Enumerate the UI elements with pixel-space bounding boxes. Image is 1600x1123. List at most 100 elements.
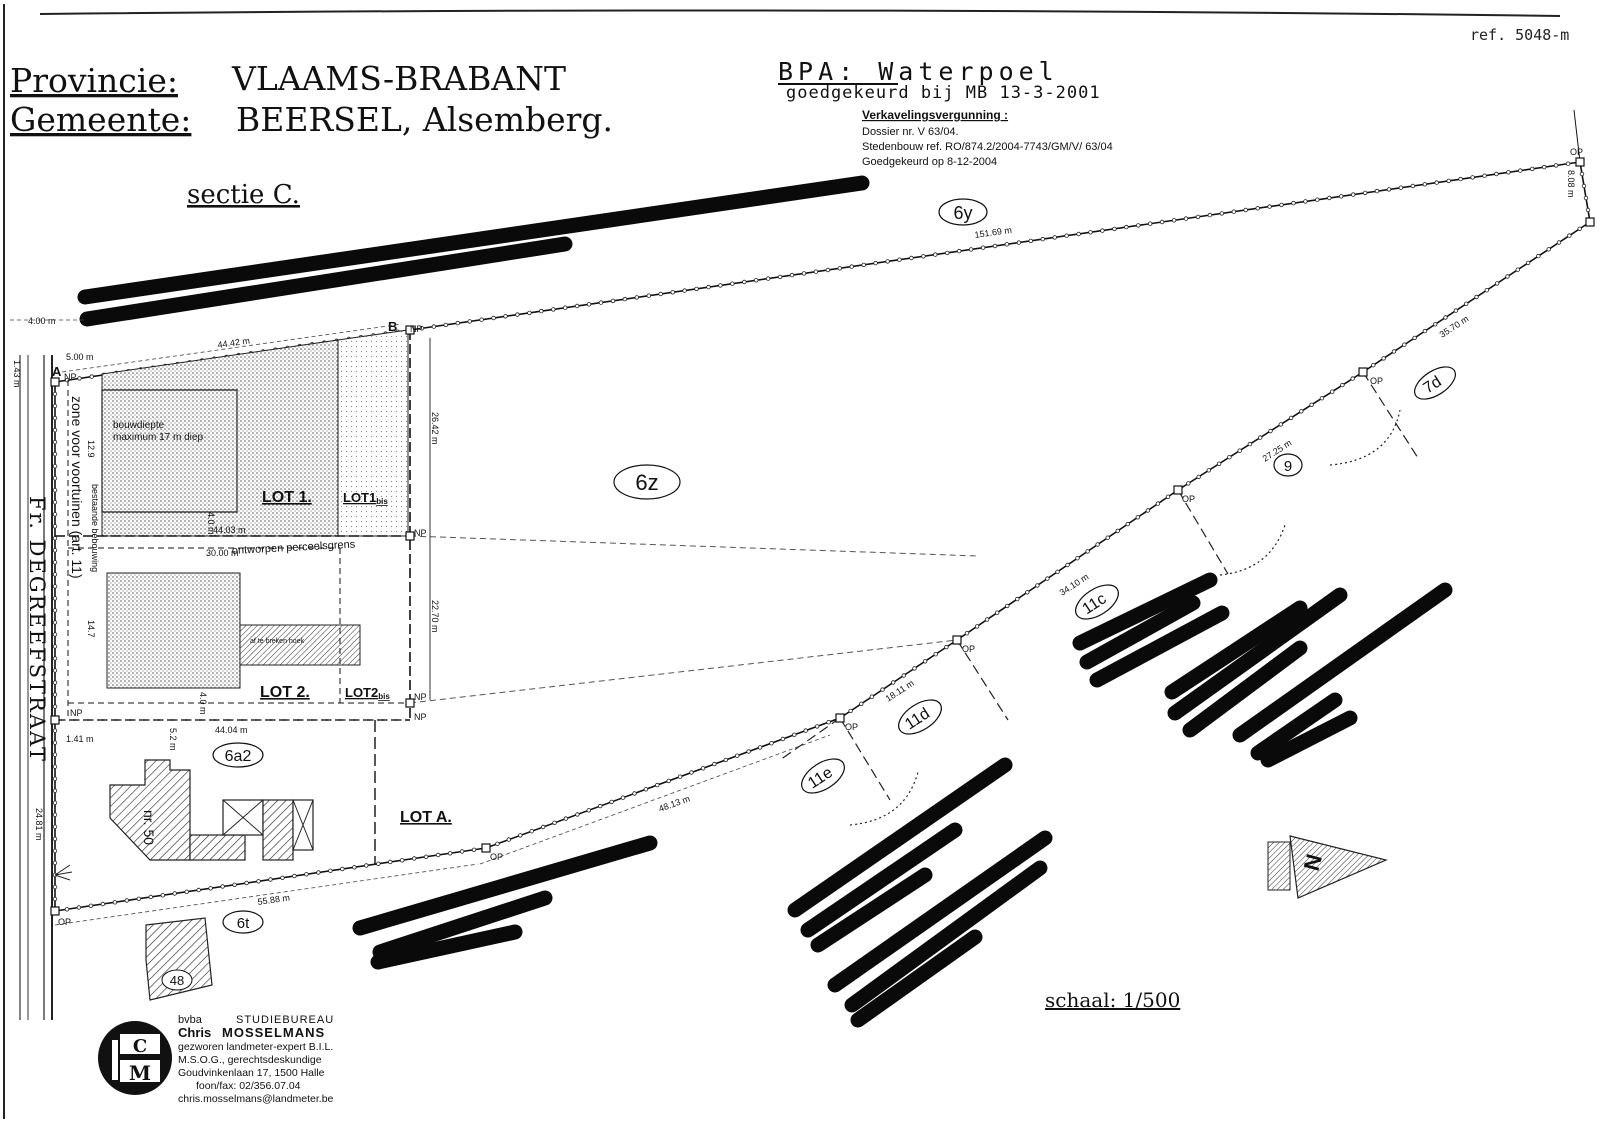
corner-marker: [1173, 485, 1183, 495]
boundary-dot: [304, 872, 309, 877]
boundary-dot: [1453, 308, 1459, 313]
boundary-dot: [1518, 168, 1523, 173]
boundary-dot: [491, 315, 496, 321]
boundary-dot: [467, 319, 472, 324]
surveyor-studiebureau: STUDIEBUREAU: [236, 1014, 334, 1026]
boundary-dot: [1299, 409, 1304, 414]
boundary-dot: [1422, 182, 1427, 187]
lot1bis-main: LOT1: [343, 490, 376, 505]
boundary-dot: [1040, 236, 1045, 242]
boundary-dot: [196, 887, 201, 893]
boundary-dot: [1015, 596, 1020, 602]
boundary-dot: [974, 624, 980, 629]
boundary-dot: [64, 907, 70, 912]
boundary-dot: [419, 326, 425, 331]
boundary-dot: [1525, 260, 1531, 266]
dim-44-42: 44.42 m: [217, 336, 251, 350]
boundary-dot: [921, 254, 926, 259]
boundary-dot: [506, 837, 511, 842]
boundary-dot: [495, 841, 500, 846]
boundary-dot: [891, 680, 896, 685]
boundary-dot: [1237, 448, 1242, 453]
boundary-dot: [1267, 204, 1272, 209]
boundary-dot: [1585, 207, 1591, 213]
dim-4-0b: 4.0 m: [198, 692, 208, 715]
boundary-dot: [1195, 214, 1201, 220]
boundary-dot: [52, 836, 58, 842]
parcel-6a2: 6a2: [225, 748, 252, 765]
boundary-dot: [586, 808, 591, 813]
boundary-dot: [400, 858, 405, 863]
boundary-dot: [777, 274, 783, 280]
house-number-50: nr. 50: [141, 810, 157, 845]
boundary-dot: [435, 852, 441, 858]
boundary-dot: [1329, 389, 1335, 394]
boundary-dot: [52, 812, 58, 817]
boundary-dot: [849, 264, 854, 269]
boundary-dot: [172, 891, 177, 896]
boundary-dot: [1219, 211, 1224, 216]
boundary-dot: [52, 704, 58, 709]
permit-dossier: Dossier nr. V 63/04.: [862, 126, 959, 138]
boundary-dot: [897, 257, 902, 262]
boundary-dot: [208, 886, 213, 891]
boundary-dot: [52, 560, 58, 565]
boundary-dot: [412, 856, 417, 861]
boundary-dot: [76, 905, 82, 910]
boundary-dot: [52, 572, 58, 577]
op-label-4: OP: [962, 644, 975, 654]
boundary-dot: [1579, 171, 1585, 177]
dim-4-00: 4.00 m: [28, 316, 56, 326]
boundary-dot: [712, 761, 717, 767]
boundary-dot: [1216, 461, 1222, 466]
boundary-dot: [52, 500, 58, 505]
boundary-dot: [780, 736, 786, 742]
boundary-dot: [518, 833, 523, 838]
boundary-dot: [1088, 230, 1093, 235]
boundary-dot: [1268, 428, 1273, 434]
boundary-dot: [1410, 183, 1416, 189]
surveyor-first-name: Chris: [178, 1025, 211, 1040]
boundary-dot: [52, 608, 58, 613]
boundary-dot: [447, 851, 453, 856]
boundary-dot: [77, 376, 82, 381]
provincie-label: Provincie:: [10, 61, 178, 100]
boundary-dot: [52, 488, 58, 493]
boundary-dot: [957, 248, 962, 254]
logo-letter-c: C: [133, 1036, 147, 1057]
corner-marker: [50, 715, 60, 725]
reference-number: ref. 5048-m: [1470, 26, 1569, 44]
boundary-dot: [801, 271, 807, 276]
lot2bis-label: LOT2bis: [345, 685, 390, 701]
boundary-dot: [52, 800, 58, 805]
boundary-dot: [632, 791, 637, 796]
dim-48-13: 48.13 m: [657, 793, 691, 814]
boundary-dot: [112, 900, 118, 905]
boundary-dot: [746, 749, 751, 754]
boundary-dot: [479, 317, 484, 322]
boundary-dot: [52, 668, 58, 673]
boundary-dot: [1155, 501, 1161, 506]
boundary-dot: [813, 269, 819, 274]
np-label-3: NP: [414, 528, 427, 538]
op-label-7: OP: [58, 917, 71, 927]
boundary-dot: [1536, 253, 1541, 259]
boundary-dot: [909, 255, 914, 261]
boundary-dot: [1025, 590, 1030, 595]
boundary-dot: [598, 300, 604, 305]
boundary-dot: [610, 298, 616, 304]
boundary-dot: [340, 866, 345, 872]
boundary-dot: [1145, 508, 1151, 513]
boundary-dot: [220, 884, 225, 889]
dim-5-00: 5.00 m: [66, 352, 94, 362]
zone-voortuinen-label: zone voor voortuinen (art. 11): [69, 396, 85, 579]
boundary-dot: [964, 631, 970, 636]
boundary-dot: [1124, 224, 1129, 230]
boundary-dot: [1288, 415, 1294, 421]
boundary-dot: [1565, 161, 1571, 166]
dim-44-04: 44.04 m: [215, 725, 248, 735]
page-frame: [3, 4, 1561, 1119]
surveyor-logo: C M: [98, 1021, 172, 1095]
boundary-dot: [658, 291, 663, 297]
